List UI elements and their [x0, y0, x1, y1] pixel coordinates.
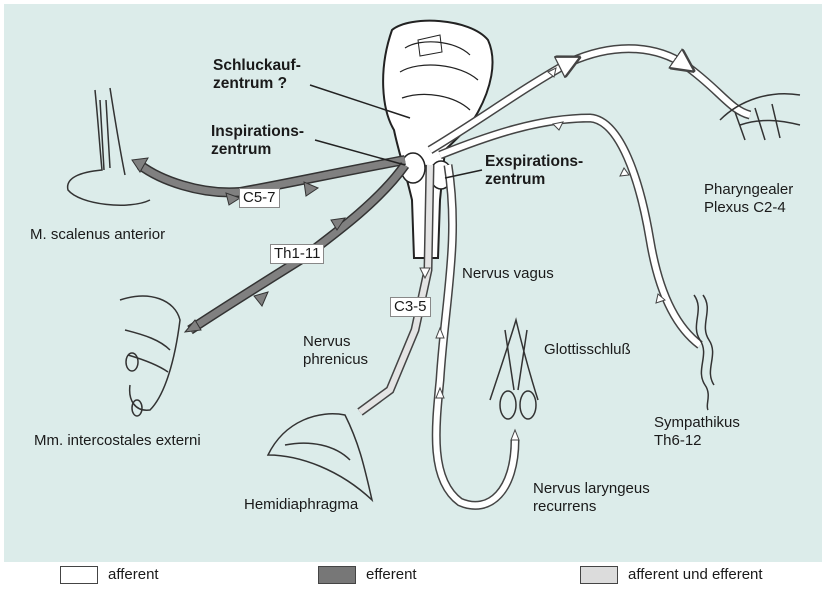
tag-c5-7: C5-7 — [239, 188, 280, 208]
legend-swatch-afferent-efferent — [580, 566, 618, 584]
scalenus-label: M. scalenus anterior — [30, 226, 165, 244]
hemidiaphragma-label: Hemidiaphragma — [244, 496, 358, 514]
tag-c3-5: C3-5 — [390, 297, 431, 317]
intercostales-label: Mm. intercostales externi — [34, 432, 201, 450]
glottisschluss-label: Glottisschluß — [544, 341, 631, 359]
hiccup-center-label: Schluckauf-zentrum ? — [213, 57, 301, 93]
legend-swatch-afferent — [60, 566, 98, 584]
tag-th1-11: Th1-11 — [270, 244, 324, 264]
nervus-vagus-label: Nervus vagus — [462, 265, 554, 283]
inspiration-center-label: Inspirations-zentrum — [211, 123, 304, 159]
expiration-center-label: Exspirations-zentrum — [485, 153, 583, 189]
legend-label-afferent: afferent — [108, 566, 159, 584]
legend-label-efferent: efferent — [366, 566, 417, 584]
efferent-tracts — [132, 158, 405, 332]
legend-label-afferent-efferent: afferent und efferent — [628, 566, 763, 584]
legend-swatch-efferent — [318, 566, 356, 584]
